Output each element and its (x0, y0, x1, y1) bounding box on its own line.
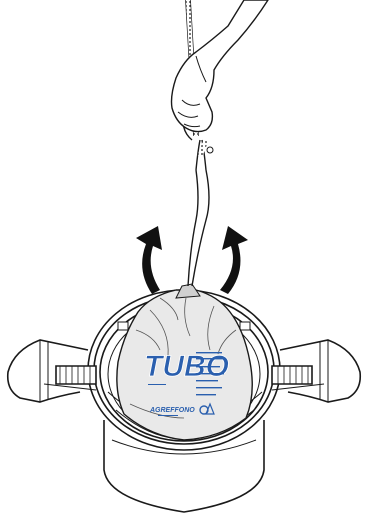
maker-logo: AGREFFONO (149, 407, 195, 414)
hand-icon (172, 0, 269, 132)
lift-arrow-left-icon (136, 226, 162, 294)
lift-arrow-right-icon (220, 226, 248, 294)
